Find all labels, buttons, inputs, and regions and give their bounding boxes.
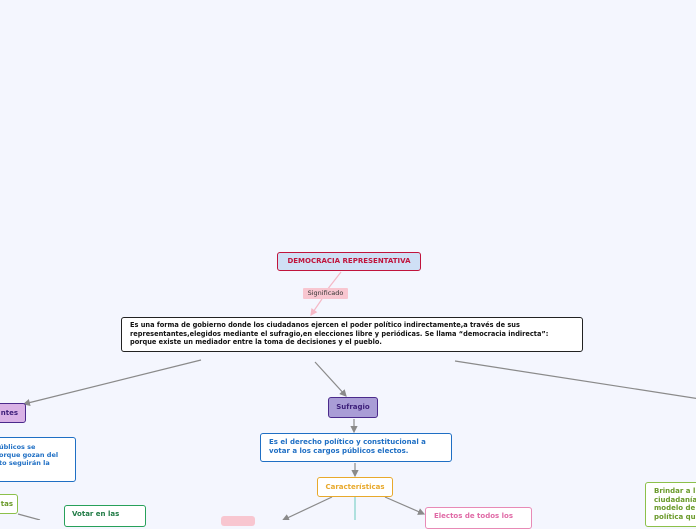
ltas-node[interactable]: tas bbox=[0, 494, 18, 514]
definition-line: porque existe un mediador entre la toma … bbox=[130, 338, 382, 346]
sufragio-definition-line: votar a los cargos públicos electos. bbox=[269, 447, 409, 455]
connector-definition-to-right-branch bbox=[454, 360, 696, 399]
caracteristicas-label: Características bbox=[325, 483, 385, 491]
sufragio-label: Sufragio bbox=[336, 403, 370, 411]
representantes-definition-line: úblicos se bbox=[0, 443, 36, 451]
root-node-democracia-representativa[interactable]: DEMOCRACIA REPRESENTATIVA bbox=[277, 252, 421, 271]
connector-ltas-to-votar bbox=[17, 513, 41, 520]
connector-caracteristicas-to-left bbox=[281, 496, 333, 520]
brindar-node[interactable]: Brindar a l ciudadanía modelo de polític… bbox=[645, 482, 696, 527]
votar-label: Votar en las bbox=[72, 510, 120, 518]
connector-caracteristicas-to-electos bbox=[384, 496, 426, 515]
ltas-label: tas bbox=[0, 500, 13, 508]
brindar-line: política qu bbox=[654, 512, 696, 521]
representantes-definition-line: to seguirán la bbox=[0, 459, 50, 467]
relation-label-significado[interactable]: Significado bbox=[303, 288, 348, 299]
sufragio-definition-line: Es el derecho político y constitucional … bbox=[269, 438, 426, 446]
representantes-definition-node[interactable]: úblicos se orque gozan del to seguirán l… bbox=[0, 437, 76, 482]
root-node-label: DEMOCRACIA REPRESENTATIVA bbox=[287, 257, 411, 265]
votar-node[interactable]: Votar en las bbox=[64, 505, 146, 527]
connector-root-to-label bbox=[326, 271, 342, 291]
sufragio-definition-node[interactable]: Es el derecho político y constitucional … bbox=[260, 433, 452, 462]
sufragio-node[interactable]: Sufragio bbox=[328, 397, 378, 418]
brindar-line: modelo de bbox=[654, 504, 696, 512]
relation-label-text: Significado bbox=[307, 289, 344, 297]
electos-node[interactable]: Electos de todos los bbox=[425, 507, 532, 529]
brindar-line: ciudadanía bbox=[654, 495, 696, 504]
representantes-node[interactable]: ntes bbox=[0, 403, 26, 423]
definition-line: Es una forma de gobierno donde los ciuda… bbox=[130, 321, 520, 329]
partial-pink-node[interactable] bbox=[221, 516, 255, 526]
caracteristicas-node[interactable]: Características bbox=[317, 477, 393, 497]
representantes-label: ntes bbox=[0, 409, 18, 417]
connector-definition-to-sufragio bbox=[314, 361, 347, 397]
representantes-definition-line: orque gozan del bbox=[0, 451, 59, 459]
brindar-line: Brindar a l bbox=[654, 487, 696, 495]
definition-line: representantes,elegidos mediante el sufr… bbox=[130, 329, 549, 338]
electos-label: Electos de todos los bbox=[434, 512, 513, 520]
definition-node[interactable]: Es una forma de gobierno donde los ciuda… bbox=[121, 317, 583, 352]
connector-definition-to-representantes bbox=[22, 359, 202, 407]
connector-label-to-definition bbox=[310, 298, 323, 316]
